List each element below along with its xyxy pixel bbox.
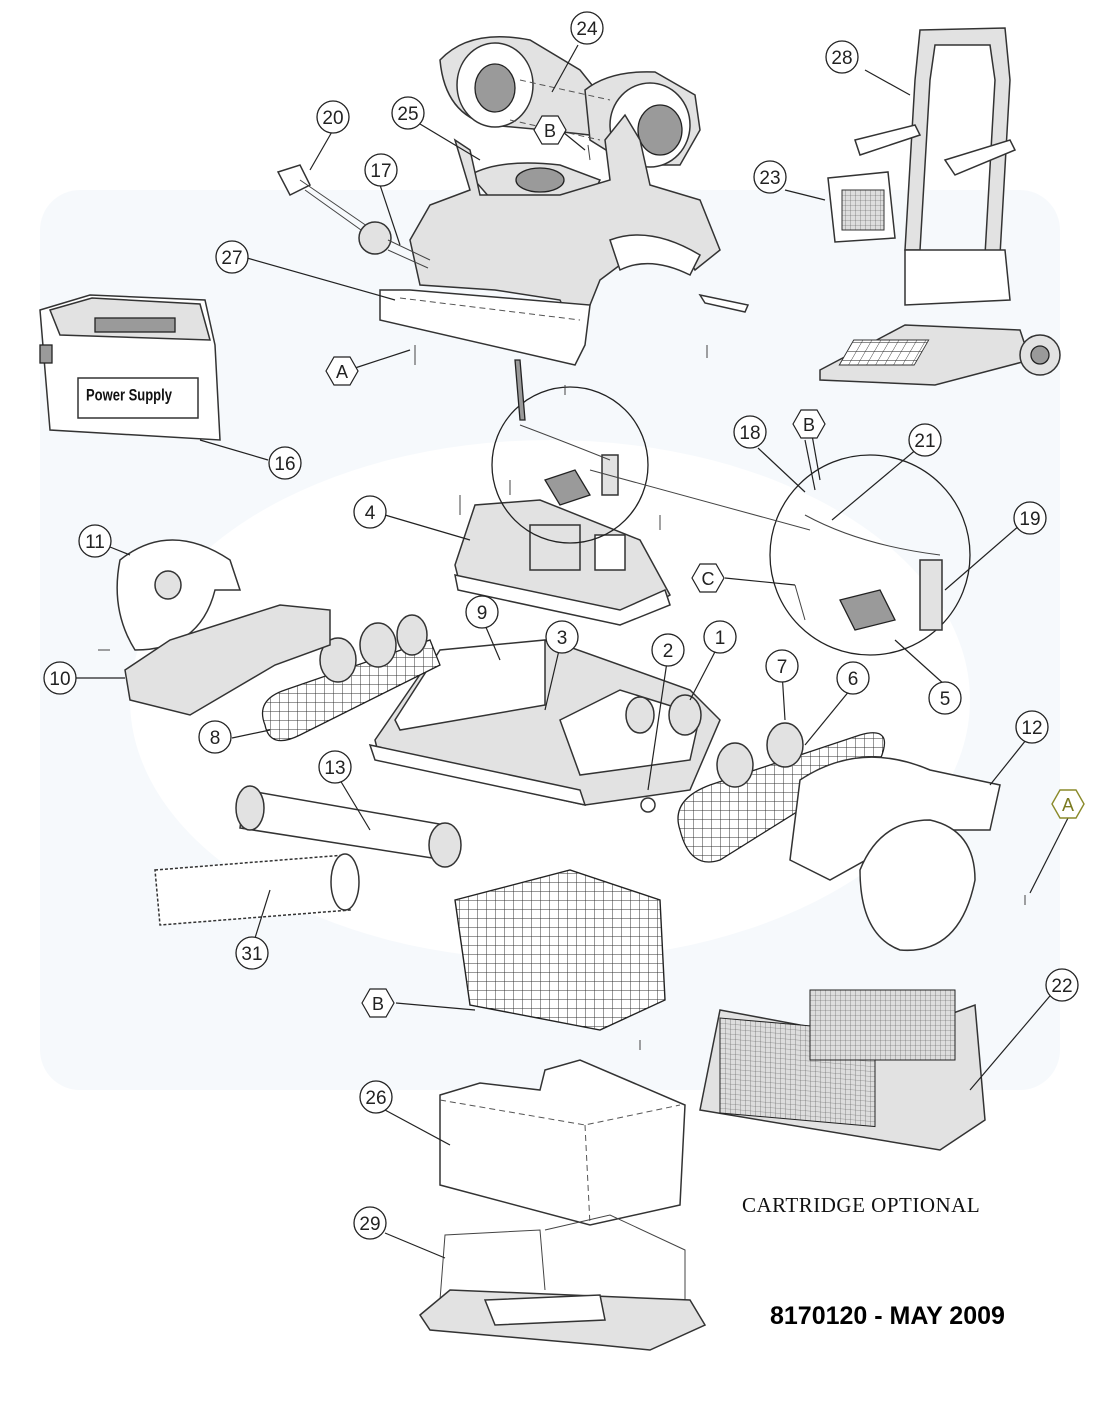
svg-text:11: 11	[85, 532, 105, 553]
callout-19: 19	[1013, 501, 1047, 535]
power-supply-label: Power Supply	[86, 384, 172, 405]
callout-16: 16	[268, 446, 302, 480]
svg-text:13: 13	[324, 758, 345, 779]
detail-circle-right	[589, 454, 971, 656]
callout-12: 12	[1015, 710, 1049, 744]
hex-callout-a-top: A	[325, 356, 359, 386]
part-20-cable	[276, 164, 431, 269]
part-28-caddy	[819, 27, 1061, 386]
svg-text:A: A	[336, 362, 348, 382]
svg-text:10: 10	[49, 669, 70, 690]
hex-callout-c: C	[691, 563, 725, 593]
callout-8: 8	[198, 720, 232, 754]
callout-5: 5	[928, 681, 962, 715]
svg-text:31: 31	[241, 944, 262, 965]
svg-text:19: 19	[1019, 509, 1040, 530]
svg-text:29: 29	[359, 1214, 380, 1235]
svg-text:8: 8	[210, 728, 221, 749]
document-code: 8170120 - MAY 2009	[770, 1302, 1005, 1330]
callout-31: 31	[235, 936, 269, 970]
part-16-power-supply	[39, 294, 221, 441]
svg-text:12: 12	[1021, 718, 1042, 739]
svg-text:28: 28	[831, 48, 852, 69]
svg-text:22: 22	[1051, 976, 1072, 997]
part-29-bottom-frame	[419, 1214, 707, 1351]
callout-9: 9	[465, 595, 499, 629]
svg-text:24: 24	[576, 19, 598, 40]
callout-25: 25	[391, 96, 425, 130]
callout-3: 3	[545, 620, 579, 654]
callout-21: 21	[908, 423, 942, 457]
part-4-motor-unit	[454, 499, 672, 626]
svg-text:B: B	[803, 415, 815, 435]
svg-text:C: C	[702, 569, 715, 589]
part-26-filter-bag	[439, 1059, 686, 1226]
callout-17: 17	[364, 153, 398, 187]
part-31-brush	[154, 853, 360, 926]
part-10-side-plate	[124, 604, 331, 716]
callout-24: 24	[570, 11, 604, 45]
callout-26: 26	[359, 1080, 393, 1114]
svg-text:26: 26	[365, 1088, 386, 1109]
svg-text:B: B	[372, 994, 384, 1014]
callout-22: 22	[1045, 968, 1079, 1002]
part-23-filter-door	[827, 171, 896, 243]
svg-text:16: 16	[274, 454, 295, 475]
part-13-roller	[235, 785, 462, 868]
callout-4: 4	[353, 495, 387, 529]
callout-18: 18	[733, 415, 767, 449]
chassis	[368, 639, 721, 813]
part-22-cartridges	[699, 989, 986, 1151]
hex-callout-b-top: B	[533, 115, 567, 145]
callout-20: 20	[316, 100, 350, 134]
svg-text:2: 2	[663, 641, 674, 662]
svg-text:4: 4	[365, 503, 376, 524]
detail-circle-left	[491, 386, 649, 544]
track-8	[261, 639, 441, 742]
hex-callout-a-side: A	[1051, 789, 1085, 819]
svg-text:5: 5	[940, 689, 951, 710]
wheels	[319, 614, 804, 788]
svg-text:27: 27	[221, 248, 242, 269]
part-24-handle-floats	[439, 35, 701, 168]
svg-text:6: 6	[848, 669, 859, 690]
callout-29: 29	[353, 1206, 387, 1240]
hex-callout-b-basket: B	[361, 988, 395, 1018]
svg-text:20: 20	[322, 108, 343, 129]
screws	[98, 144, 1026, 1050]
svg-text:B: B	[544, 121, 556, 141]
svg-text:1: 1	[715, 628, 726, 649]
callout-28: 28	[825, 40, 859, 74]
callout-1: 1	[703, 620, 737, 654]
callout-6: 6	[836, 661, 870, 695]
callout-11: 11	[78, 524, 112, 558]
svg-text:21: 21	[914, 431, 935, 452]
callout-27: 27	[215, 240, 249, 274]
cartridge-optional-note: CARTRIDGE OPTIONAL	[742, 1193, 981, 1217]
leader-lines	[75, 44, 1069, 1259]
svg-text:7: 7	[777, 657, 788, 678]
svg-text:25: 25	[397, 104, 418, 125]
part-27-body-cover	[379, 113, 750, 366]
part-12-side-plate	[789, 756, 1001, 952]
svg-text:A: A	[1062, 795, 1074, 815]
hex-callout-b-detail: B	[792, 409, 826, 439]
svg-text:23: 23	[759, 168, 780, 189]
svg-text:3: 3	[557, 628, 568, 649]
svg-text:17: 17	[370, 161, 391, 182]
part-11-side-cover	[116, 539, 242, 651]
callout-10: 10	[43, 661, 77, 695]
callout-2: 2	[651, 633, 685, 667]
filter-basket	[454, 869, 666, 1031]
callout-7: 7	[765, 649, 799, 683]
callout-13: 13	[318, 750, 352, 784]
svg-text:9: 9	[477, 603, 488, 624]
svg-text:18: 18	[739, 423, 760, 444]
callout-23: 23	[753, 160, 787, 194]
